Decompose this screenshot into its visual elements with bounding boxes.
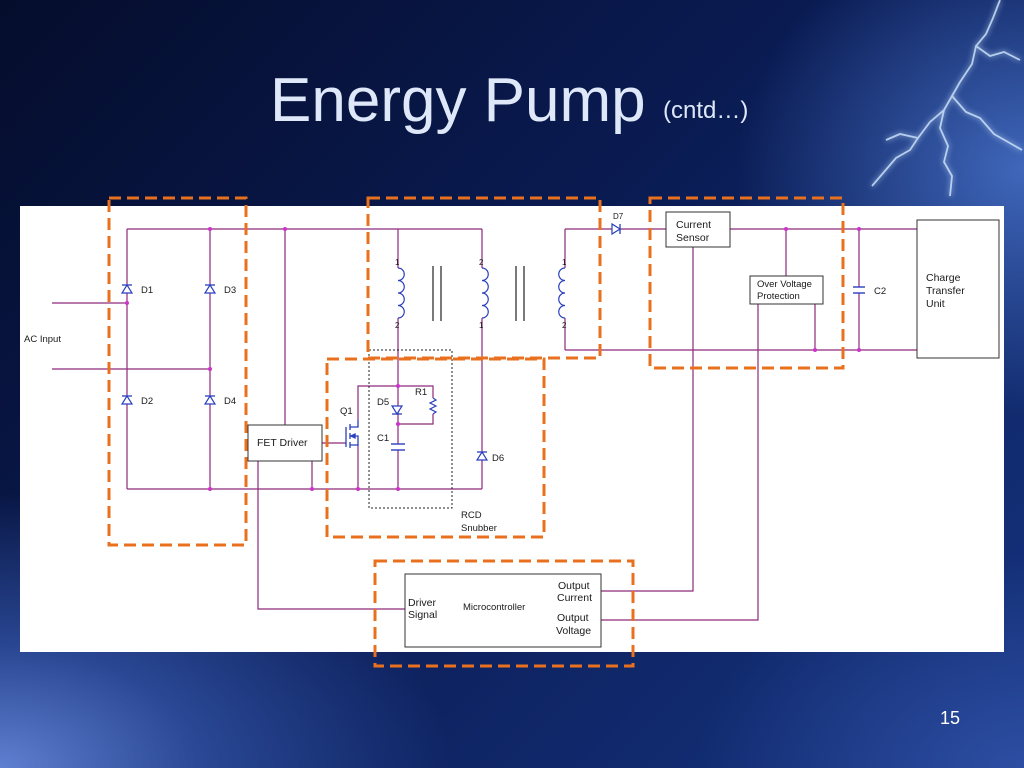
pin-label: 1 [562, 258, 567, 267]
label-output-voltage: Voltage [556, 625, 591, 637]
label-d2: D2 [141, 396, 153, 407]
label-output-voltage: Output [557, 612, 589, 624]
label-current-sensor: Current [676, 219, 711, 231]
pin-label: 1 [395, 258, 400, 267]
label-q1: Q1 [340, 406, 353, 417]
capacitor-c1-symbol [391, 443, 405, 451]
diode-d7-symbol [611, 222, 622, 236]
label-d5: D5 [377, 397, 389, 408]
pin-label: 2 [395, 321, 400, 330]
current-sensor-box [665, 211, 731, 248]
fet-driver-box [247, 424, 323, 462]
capacitor-c2-symbol [853, 286, 865, 294]
transformer-cores [432, 266, 525, 321]
label-ac-input: AC Input [24, 334, 61, 345]
label-driver-signal: Driver [408, 597, 437, 609]
highlight-boxes [107, 196, 845, 668]
label-charge-transfer-unit: Transfer [926, 285, 965, 297]
label-output-current: Output [558, 580, 590, 592]
label-rcd: RCD [461, 510, 482, 521]
label-d1: D1 [141, 285, 153, 296]
label-d3: D3 [224, 285, 236, 296]
pin-label: 2 [479, 258, 484, 267]
label-microcontroller: Microcontroller [463, 602, 525, 613]
highlight-microcontroller [373, 559, 635, 668]
pin-label: 2 [562, 321, 567, 330]
label-output-current: Current [557, 592, 592, 604]
highlight-transformer [366, 196, 602, 360]
highlight-sensing [648, 196, 845, 370]
pin-label: 1 [479, 321, 484, 330]
label-charge-transfer-unit: Charge [926, 272, 961, 284]
bridge-diodes [120, 283, 217, 405]
label-d6: D6 [492, 453, 504, 464]
rcd-snubber-box [368, 349, 453, 509]
highlight-switch-snubber [325, 357, 546, 539]
label-fet-driver: FET Driver [257, 437, 308, 449]
diode-d5-symbol [390, 405, 404, 416]
label-snubber: Snubber [461, 523, 497, 534]
secondary-winding [558, 267, 566, 319]
highlight-bridge-rectifier [107, 196, 248, 547]
resistor-r1-symbol [428, 397, 438, 415]
junction-dots [125, 227, 861, 491]
diode-d3-symbol [203, 283, 217, 294]
page-number: 15 [940, 708, 960, 728]
label-d4: D4 [224, 396, 236, 407]
label-d7: D7 [613, 212, 624, 221]
diode-d6-symbol [475, 450, 489, 461]
label-driver-signal: Signal [408, 609, 437, 621]
diode-d2-symbol [120, 394, 134, 405]
label-r1: R1 [415, 387, 427, 398]
label-over-voltage: Over Voltage [757, 279, 812, 290]
label-current-sensor: Sensor [676, 232, 710, 244]
primary-winding [397, 267, 405, 319]
lightning-decoration [871, 0, 1023, 197]
over-voltage-protection-box [749, 275, 824, 305]
label-protection: Protection [757, 291, 800, 302]
slide-title: Energy Pump [270, 66, 646, 135]
label-c1: C1 [377, 433, 389, 444]
label-charge-transfer-unit: Unit [926, 298, 945, 310]
diode-d4-symbol [203, 394, 217, 405]
microcontroller-box [404, 573, 602, 648]
circuit-wires [52, 228, 917, 621]
slide-subtitle: (cntd…) [663, 97, 748, 124]
transformer-windings [397, 267, 566, 319]
diode-d1-symbol [120, 283, 134, 294]
mosfet-q1-symbol [345, 420, 359, 448]
auxiliary-winding [481, 267, 489, 319]
charge-transfer-unit-box [916, 219, 1000, 359]
label-c2: C2 [874, 286, 886, 297]
